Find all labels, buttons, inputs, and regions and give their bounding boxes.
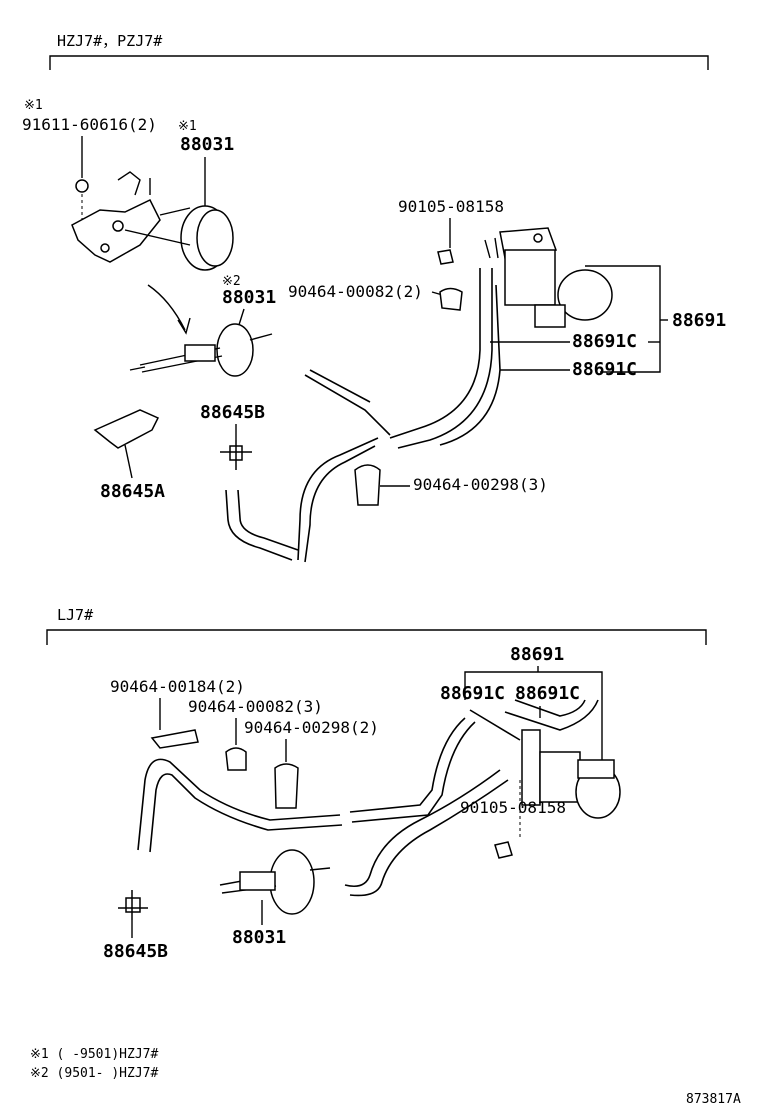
label-88691c-bottom-a: 88691C bbox=[440, 683, 505, 704]
label-88031-bottom: 88031 bbox=[232, 927, 286, 948]
vsv-88691-top bbox=[484, 227, 613, 328]
bolt-icon-bottom bbox=[494, 841, 513, 859]
label-88031-top-b: 88031 bbox=[222, 287, 276, 308]
connector-88645a bbox=[93, 409, 160, 449]
vsv-88691-bottom bbox=[521, 729, 621, 819]
section-bracket-bottom bbox=[46, 629, 707, 645]
label-90105-top: 90105-08158 bbox=[398, 197, 504, 216]
clamp-90464-82-bottom bbox=[225, 747, 247, 771]
vacuum-hoses-top bbox=[225, 268, 501, 563]
clamp-90464-298-top bbox=[354, 464, 381, 506]
vacuum-hoses-bottom bbox=[137, 699, 599, 897]
label-88691-bottom: 88691 bbox=[510, 644, 564, 665]
label-88645a-top: 88645A bbox=[100, 481, 165, 502]
label-90464-00298-top: 90464-00298(3) bbox=[413, 475, 548, 494]
label-88645b-top: 88645B bbox=[200, 402, 265, 423]
arrow-curve bbox=[147, 284, 186, 331]
label-88645b-bottom: 88645B bbox=[103, 941, 168, 962]
label-88691c-top-b: 88691C bbox=[572, 359, 637, 380]
label-90105-bottom: 90105-08158 bbox=[460, 798, 566, 817]
section-bracket-top bbox=[49, 55, 709, 70]
label-91611-60616: 91611-60616(2) bbox=[22, 115, 157, 134]
footnote-1: ※1 ( -9501)HZJ7# bbox=[30, 1047, 158, 1062]
note-mark-1b: ※1 bbox=[178, 119, 197, 134]
label-90464-00082-top: 90464-00082(2) bbox=[288, 282, 423, 301]
clamp-90464-82 bbox=[439, 287, 463, 311]
section-title-lj7: LJ7# bbox=[57, 606, 93, 624]
bracket-88691-bottom bbox=[464, 671, 603, 760]
vacuum-actuator-88031-a bbox=[71, 171, 234, 271]
label-88691c-top-a: 88691C bbox=[572, 331, 637, 352]
label-88691-top: 88691 bbox=[672, 310, 726, 331]
footnote-2: ※2 (9501- )HZJ7# bbox=[30, 1066, 158, 1081]
bracket-88691-top bbox=[585, 265, 661, 373]
washer-icon bbox=[75, 179, 89, 193]
label-90464-00298-bottom: 90464-00298(2) bbox=[244, 718, 379, 737]
arrow-head bbox=[177, 317, 191, 335]
leader-88645a bbox=[124, 444, 133, 479]
tee-connector-88645b bbox=[220, 440, 252, 470]
label-90464-00082-bottom: 90464-00082(3) bbox=[188, 697, 323, 716]
vacuum-actuator-88031-bottom bbox=[219, 849, 331, 915]
tee-connector-88645b-bottom bbox=[118, 890, 148, 920]
vacuum-actuator-88031-b bbox=[129, 323, 273, 377]
label-88691c-bottom-b: 88691C bbox=[515, 683, 580, 704]
note-mark-1: ※1 bbox=[24, 98, 43, 113]
figure-id: 873817A bbox=[686, 1092, 741, 1107]
bolt-icon bbox=[437, 249, 454, 265]
label-90464-00184-bottom: 90464-00184(2) bbox=[110, 677, 245, 696]
label-88031-top-a: 88031 bbox=[180, 134, 234, 155]
section-title-hzj7: HZJ7#，PZJ7# bbox=[57, 32, 162, 50]
clamp-90464-298-bottom bbox=[274, 763, 299, 809]
clamp-90464-184 bbox=[150, 729, 199, 749]
note-mark-2: ※2 bbox=[222, 274, 241, 289]
